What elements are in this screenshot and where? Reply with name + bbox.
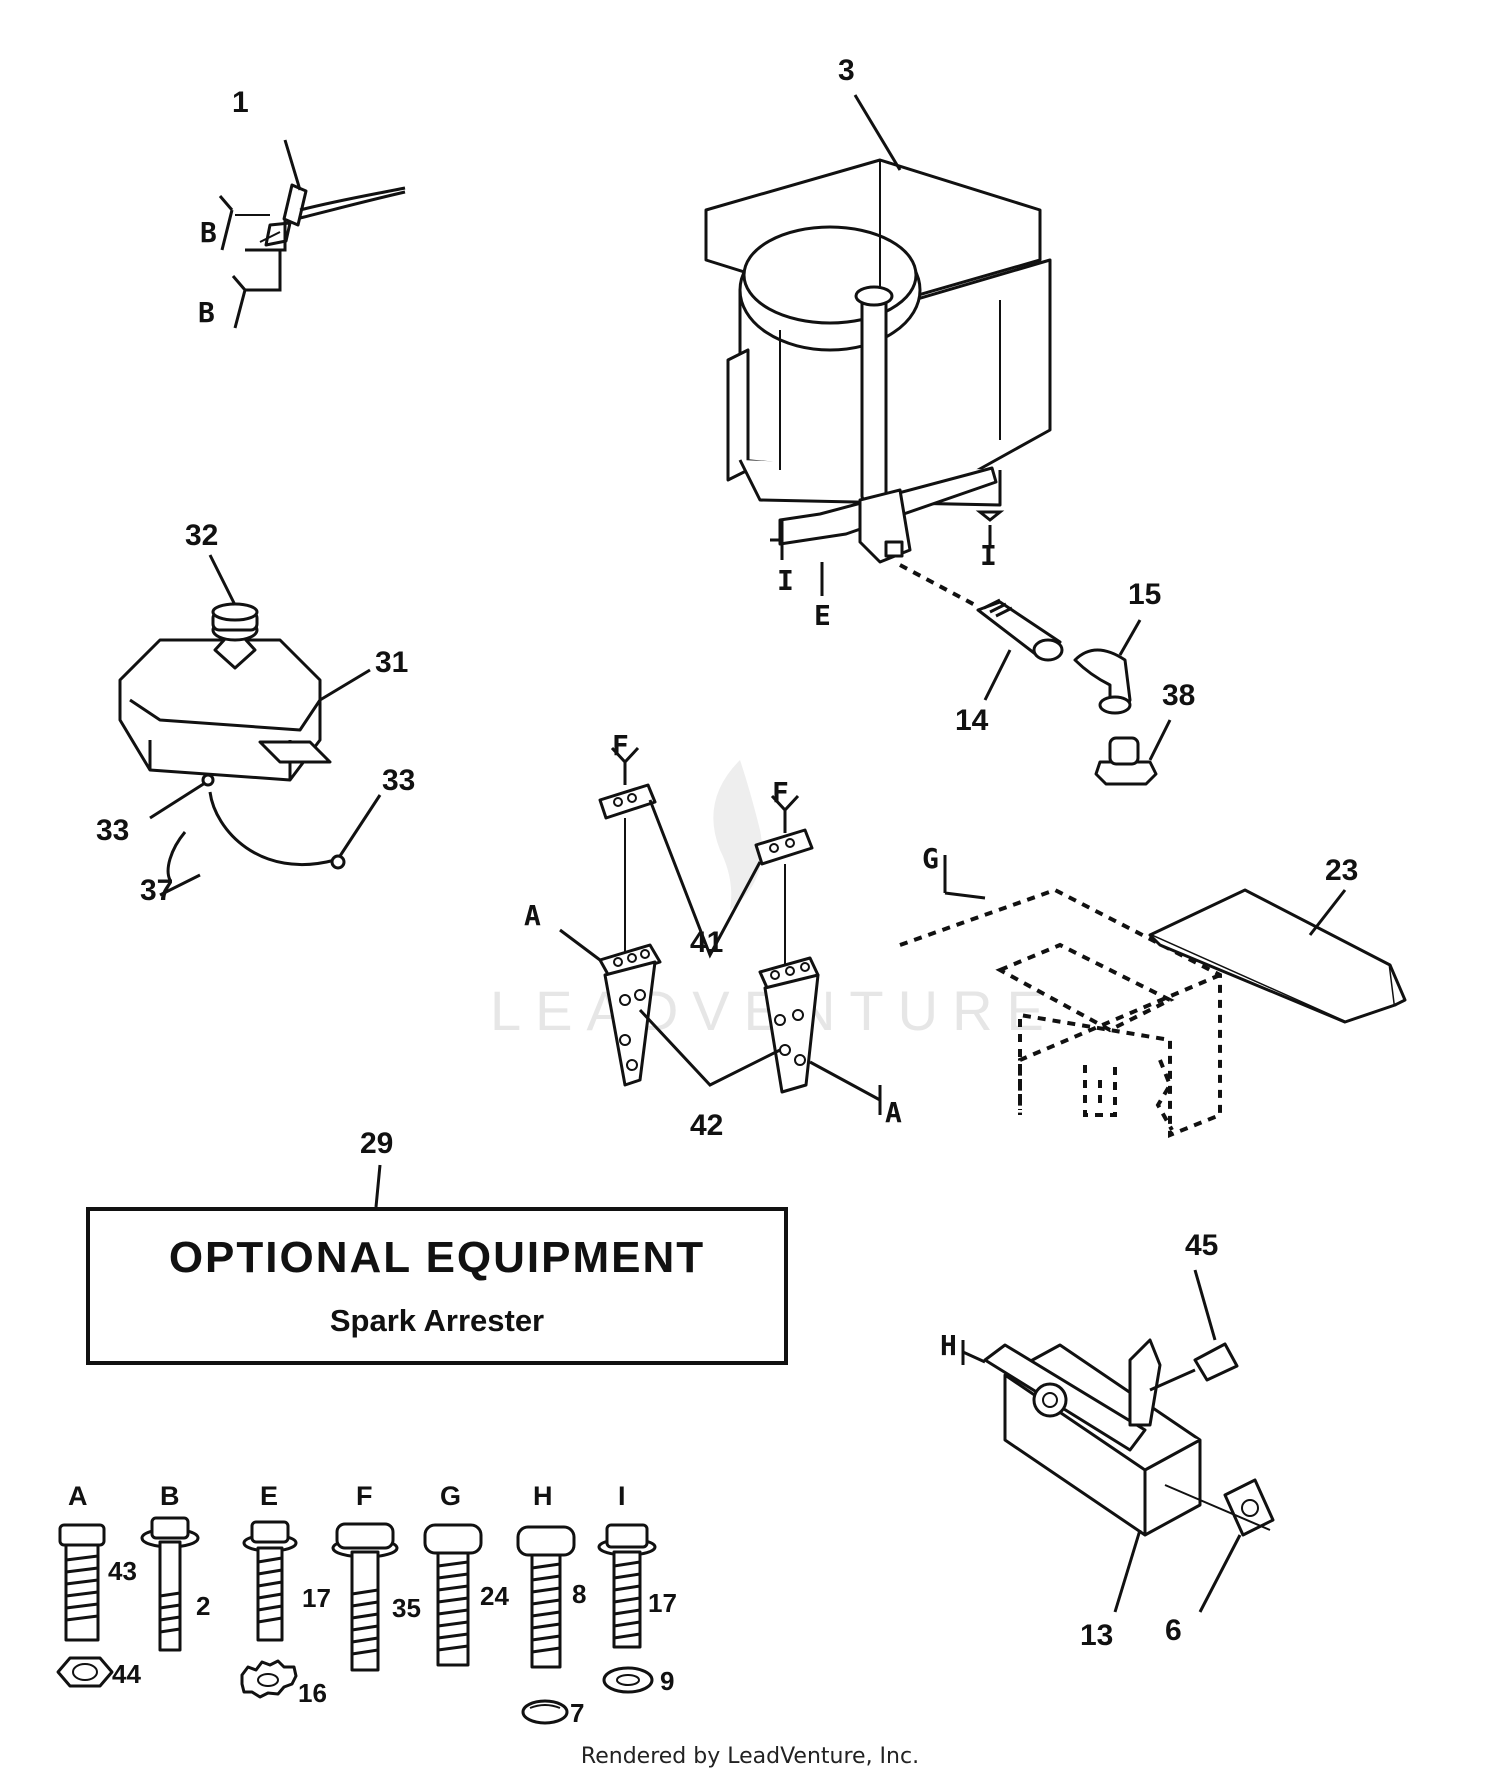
ref-b-2: B — [198, 296, 215, 329]
hardware-e-bolt-number: 17 — [302, 1583, 331, 1613]
callout-33-b: 33 — [382, 764, 415, 797]
hardware-a-bolt[interactable]: A 43 — [58, 1481, 137, 1642]
part-32-fuel-cap[interactable] — [208, 554, 259, 670]
ref-f-2: F — [772, 776, 789, 809]
ref-h: H — [940, 1329, 957, 1362]
optional-equipment-box: OPTIONAL EQUIPMENT Spark Arrester — [86, 1207, 788, 1365]
hardware-g-bolt[interactable]: G 24 — [423, 1481, 509, 1667]
part-15-elbow[interactable] — [1073, 619, 1142, 715]
frame-outline — [899, 855, 1222, 1138]
hardware-a-nut-number: 44 — [112, 1659, 141, 1689]
callout-42: 42 — [690, 1109, 723, 1142]
callout-32: 32 — [185, 519, 218, 552]
callout-23: 23 — [1325, 854, 1358, 887]
ref-b-1: B — [200, 216, 217, 249]
hardware-f-letter: F — [356, 1481, 373, 1511]
callout-15: 15 — [1128, 578, 1161, 611]
part-33-hose-clamp-2[interactable] — [330, 794, 382, 870]
hardware-i-bolt[interactable]: I 17 — [597, 1481, 677, 1649]
ref-a-2: A — [885, 1096, 902, 1129]
part-31-fuel-tank[interactable] — [118, 638, 371, 782]
callout-3: 3 — [838, 54, 855, 87]
leader-29 — [374, 1164, 382, 1208]
ref-g: G — [922, 842, 939, 875]
render-credit: Rendered by LeadVenture, Inc. — [580, 1744, 920, 1769]
ref-h-tick — [961, 1340, 986, 1365]
hardware-h-lockwasher[interactable]: 7 — [521, 1698, 584, 1728]
hardware-h-bolt-number: 8 — [572, 1579, 586, 1609]
hardware-h-letter: H — [533, 1481, 553, 1511]
part-6-gasket[interactable] — [1164, 1478, 1275, 1613]
hardware-i-letter: I — [618, 1481, 626, 1511]
hardware-e-lockwasher-number: 16 — [298, 1678, 327, 1708]
ref-e: E — [814, 599, 831, 632]
hardware-g-bolt-number: 24 — [480, 1581, 509, 1611]
part-13-spark-arrester[interactable] — [983, 1338, 1202, 1613]
part-23-shield[interactable] — [1148, 888, 1407, 1024]
leader-41 — [648, 799, 762, 959]
callout-41: 41 — [690, 926, 723, 959]
part-42-bracket-2[interactable] — [758, 956, 882, 1115]
hardware-h-lockwasher-number: 7 — [570, 1698, 584, 1728]
hardware-b-letter: B — [160, 1481, 180, 1511]
optional-equipment-title: OPTIONAL EQUIPMENT — [168, 1233, 706, 1282]
callout-45: 45 — [1185, 1229, 1218, 1262]
hardware-a-letter: A — [68, 1481, 88, 1511]
hardware-b-bolt[interactable]: B 2 — [140, 1481, 210, 1652]
callout-38: 38 — [1162, 679, 1195, 712]
part-42-bracket-1[interactable] — [559, 928, 662, 1087]
ref-a-1: A — [524, 899, 541, 932]
part-37-fuel-line[interactable] — [159, 791, 336, 897]
leader-42 — [638, 1008, 781, 1087]
callout-31: 31 — [375, 646, 408, 679]
part-41-spacer-1[interactable] — [598, 746, 657, 960]
optional-equipment-subtitle: Spark Arrester — [329, 1303, 545, 1338]
part-38-plug[interactable] — [1094, 719, 1172, 786]
callout-29: 29 — [360, 1127, 393, 1160]
callout-13: 13 — [1080, 1619, 1113, 1652]
hardware-a-nut[interactable]: 44 — [56, 1656, 141, 1689]
hardware-e-letter: E — [260, 1481, 278, 1511]
callout-33-a: 33 — [96, 814, 129, 847]
hardware-i-washer-number: 9 — [660, 1666, 674, 1696]
hardware-f-bolt-number: 35 — [392, 1593, 421, 1623]
callout-14: 14 — [955, 704, 989, 737]
part-33-hose-clamp-1[interactable] — [149, 773, 215, 820]
hardware-e-bolt[interactable]: E 17 — [242, 1481, 331, 1642]
hardware-b-bolt-number: 2 — [196, 1591, 210, 1621]
hardware-legend: A 43 44 B 2 E 17 — [56, 1481, 677, 1728]
callout-1: 1 — [232, 86, 249, 119]
ref-i-2: I — [980, 539, 997, 572]
part-1-throttle-control[interactable] — [218, 139, 406, 329]
part-3-engine[interactable] — [704, 94, 1052, 596]
hardware-e-lockwasher[interactable]: 16 — [240, 1659, 327, 1708]
callout-6: 6 — [1165, 1614, 1182, 1647]
hardware-i-bolt-number: 17 — [648, 1588, 677, 1618]
hardware-g-letter: G — [440, 1481, 461, 1511]
ref-i-1: I — [777, 564, 794, 597]
hardware-h-bolt[interactable]: H 8 — [516, 1481, 586, 1669]
part-41-spacer-2[interactable] — [754, 794, 814, 970]
hardware-a-bolt-number: 43 — [108, 1556, 137, 1586]
hardware-i-washer[interactable]: 9 — [602, 1666, 674, 1696]
callout-37: 37 — [140, 874, 173, 907]
hardware-f-bolt[interactable]: F 35 — [331, 1481, 421, 1672]
part-14-pipe[interactable] — [899, 563, 1064, 701]
ref-f-1: F — [612, 729, 629, 762]
part-45-bolt[interactable] — [1149, 1269, 1239, 1392]
